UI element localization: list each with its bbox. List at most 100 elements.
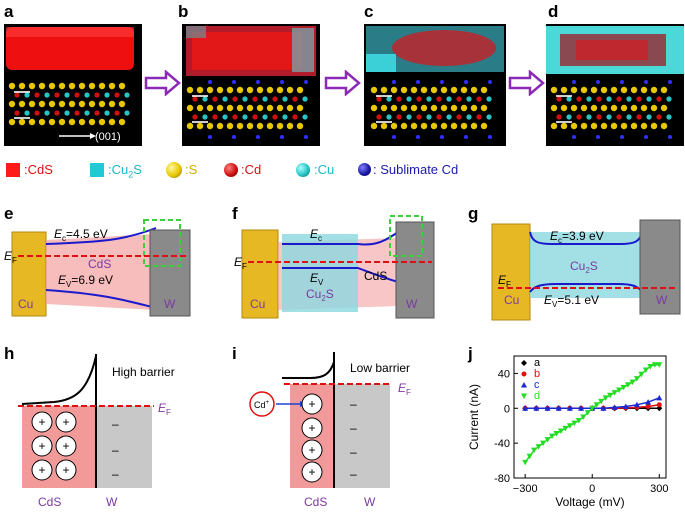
atom <box>88 100 96 108</box>
atom <box>276 86 284 94</box>
atom <box>186 86 194 94</box>
atom <box>196 104 204 112</box>
ef-sym: E <box>158 401 167 415</box>
plus-sign: + <box>62 463 69 477</box>
ef-label-h: EF <box>158 401 171 417</box>
data-point <box>555 405 562 411</box>
sublimate-cd-atom <box>304 80 308 84</box>
cu2s-prefix: Cu <box>570 259 585 273</box>
atom <box>246 122 254 130</box>
ev-sym: E <box>58 273 67 287</box>
plus-sign: + <box>62 439 69 453</box>
atom <box>286 86 294 94</box>
atom <box>370 86 378 94</box>
sublimate-cd-atom <box>572 135 576 139</box>
atom <box>8 100 16 108</box>
ec-value: =4.5 eV <box>66 227 108 241</box>
panel-label-j: j <box>468 344 473 363</box>
crystal-lattice <box>550 80 672 139</box>
electron-charges: –––– <box>350 397 357 481</box>
atom <box>94 92 100 98</box>
atom <box>58 118 66 126</box>
atom <box>660 122 668 130</box>
atom <box>486 96 492 102</box>
atom <box>570 122 578 130</box>
ef-sub: F <box>506 280 511 289</box>
data-point <box>656 394 663 401</box>
atom <box>590 122 598 130</box>
atom <box>486 114 492 120</box>
atom <box>78 82 86 90</box>
x-tick-label: −300 <box>513 483 538 495</box>
atom <box>256 122 264 130</box>
legend-dot-cu <box>296 163 310 177</box>
minus-sign: – <box>350 397 357 411</box>
data-point <box>544 405 551 411</box>
atom <box>406 114 412 120</box>
data-point <box>645 399 652 405</box>
data-point <box>611 404 618 410</box>
atom <box>636 96 642 102</box>
atom <box>630 104 638 112</box>
sublimate-cd-atom <box>256 80 260 84</box>
cu2s-suffix: S <box>590 259 598 273</box>
data-point <box>521 360 527 366</box>
atom <box>456 96 462 102</box>
atom <box>196 122 204 130</box>
ev-sub: V <box>318 278 324 287</box>
atom <box>28 82 36 90</box>
atom <box>590 86 598 94</box>
atom <box>626 96 632 102</box>
atom <box>48 100 56 108</box>
data-point <box>566 405 573 411</box>
atom <box>586 96 592 102</box>
panel-label-g: g <box>468 204 479 223</box>
arrow-c-d <box>508 70 545 96</box>
atom <box>98 118 106 126</box>
data-point <box>589 405 596 412</box>
data-point <box>553 431 560 437</box>
atom <box>292 96 298 102</box>
data-point <box>521 393 527 399</box>
atom <box>406 96 412 102</box>
hole-circle <box>301 439 323 461</box>
legend-entry: c <box>534 379 540 391</box>
sublimate-cd-atom <box>572 80 576 84</box>
data-point <box>622 403 629 410</box>
atom <box>118 82 126 90</box>
atom <box>232 96 238 102</box>
panel-c-image <box>364 24 506 146</box>
sublimate-cd-atom <box>644 135 648 139</box>
plus-sign: + <box>38 415 45 429</box>
sublimate-cd-atom <box>208 80 212 84</box>
atom <box>296 86 304 94</box>
atom <box>192 114 198 120</box>
atom <box>580 104 588 112</box>
atom <box>296 122 304 130</box>
data-point <box>647 363 654 370</box>
atom <box>560 104 568 112</box>
atom <box>480 86 488 94</box>
atom <box>84 92 90 98</box>
atom <box>292 114 298 120</box>
atom <box>18 118 26 126</box>
atom <box>390 122 398 130</box>
atom <box>630 86 638 94</box>
atom <box>84 110 90 116</box>
title-h: High barrier <box>112 365 175 379</box>
atom <box>466 114 472 120</box>
atom <box>450 104 458 112</box>
atom <box>58 100 66 108</box>
data-point <box>526 453 533 460</box>
panel-label-c: c <box>364 2 374 21</box>
atom <box>606 96 612 102</box>
series-line <box>524 363 660 463</box>
atom <box>206 86 214 94</box>
ec-sub: c <box>558 236 562 245</box>
ef-sub: F <box>242 262 247 271</box>
direction-label: (001) <box>95 131 121 143</box>
atom <box>114 92 120 98</box>
sublimate-cd-atom <box>644 80 648 84</box>
atom <box>24 110 30 116</box>
sublimate-cd-atom <box>304 135 308 139</box>
